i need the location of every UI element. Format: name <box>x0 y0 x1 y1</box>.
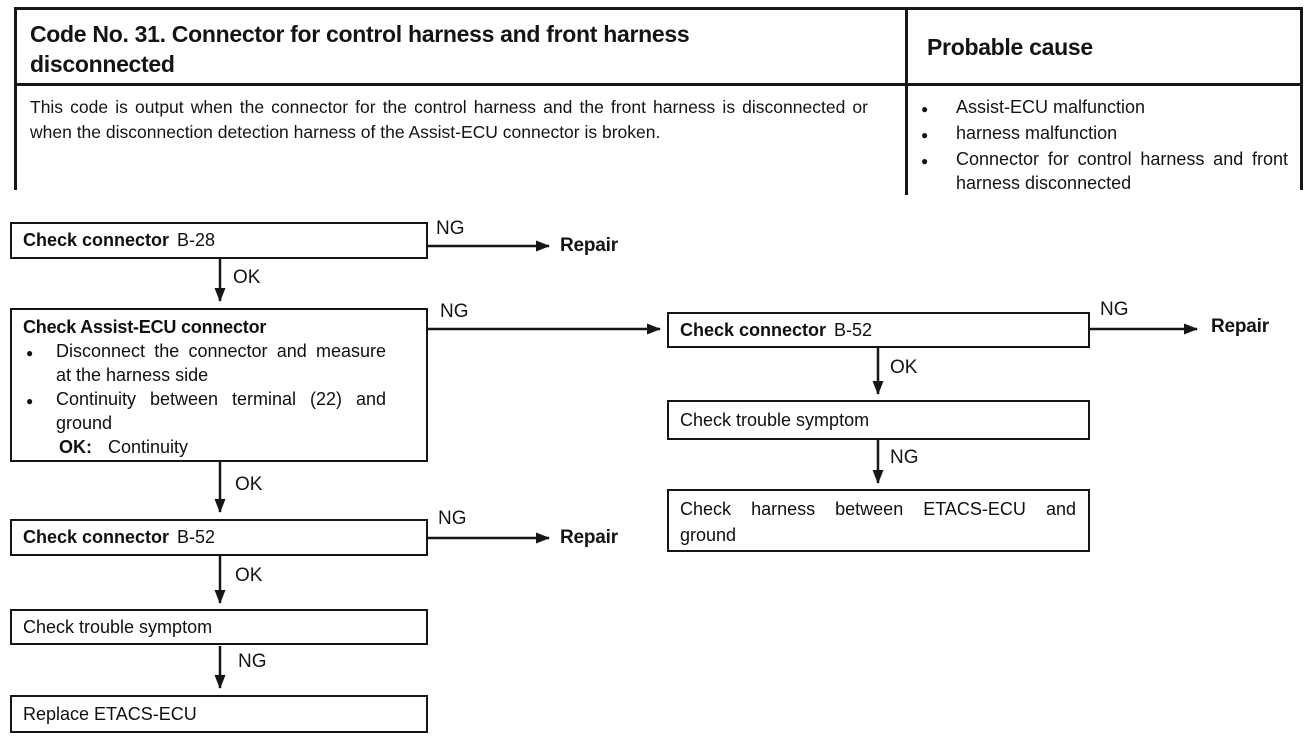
bullet-icon: ● <box>26 346 34 360</box>
ok-label: OK <box>235 474 263 495</box>
box-label: Check trouble symptom <box>680 409 870 430</box>
connector-code: B-28 <box>177 230 216 250</box>
page-title: Code No. 31. Connector for control harne… <box>30 21 690 77</box>
description-cell: This code is output when the connector f… <box>17 86 908 195</box>
box-label: Replace ETACS-ECU <box>23 703 197 724</box>
flow-box-check-trouble-symptom-right: Check trouble symptom <box>667 400 1090 440</box>
title-cell: Code No. 31. Connector for control harne… <box>17 10 908 86</box>
connector-code: B-52 <box>834 319 873 340</box>
ok-label: OK <box>890 357 918 378</box>
cause-text: harness malfunction <box>956 123 1118 143</box>
bullet-text: Continuity between terminal (22) and gro… <box>56 389 386 433</box>
cause-text: Assist-ECU malfunction <box>956 97 1146 117</box>
ok-label: OK <box>235 565 263 586</box>
box-title: Check Assist-ECU connector <box>23 317 267 337</box>
flow-box-check-harness-etacs-ground: Check harness between ETACS-ECU and grou… <box>667 489 1090 552</box>
ng-label: NG <box>890 447 919 468</box>
flow-box-replace-etacs-ecu: Replace ETACS-ECU <box>10 695 428 733</box>
cause-text: Connector for control harness and front … <box>956 149 1288 193</box>
box-label: Check connector <box>680 319 827 340</box>
cause-item: ● Connector for control harness and fron… <box>921 147 1288 195</box>
probable-cause-label: Probable cause <box>927 34 1093 60</box>
flow-box-check-assist-ecu: Check Assist-ECU connector ● Disconnect … <box>10 308 428 462</box>
bullet-icon: ● <box>921 128 929 142</box>
connector-code: B-52 <box>177 527 216 547</box>
box-label: Check trouble symptom <box>23 616 213 637</box>
probable-cause-cell: Probable cause <box>908 10 1300 86</box>
ng-label: NG <box>436 218 465 239</box>
box-label: Check connector <box>23 230 170 250</box>
ng-label: NG <box>440 301 469 322</box>
ok-condition-label: OK: <box>59 437 92 457</box>
box-label: Check harness between ETACS-ECU and grou… <box>680 499 1076 545</box>
flow-box-check-connector-b52-right: Check connector B-52 <box>667 312 1090 348</box>
box-bullet-item: ● Continuity between terminal (22) and g… <box>23 387 416 435</box>
ng-label: NG <box>238 651 267 672</box>
cause-item: ● harness malfunction <box>921 121 1288 147</box>
ok-label: OK <box>233 267 261 288</box>
cause-item: ● Assist-ECU malfunction <box>921 95 1288 121</box>
flow-box-check-connector-b52-left: Check connector B-52 <box>10 519 428 556</box>
ok-condition-value: Continuity <box>108 437 189 457</box>
flow-box-check-trouble-symptom-left: Check trouble symptom <box>10 609 428 645</box>
description-text: This code is output when the connector f… <box>30 97 868 142</box>
flow-box-check-connector-b28: Check connector B-28 <box>10 222 428 259</box>
box-label: Check connector <box>23 527 170 547</box>
repair-label: Repair <box>1211 316 1269 337</box>
bullet-icon: ● <box>26 394 34 408</box>
ng-label: NG <box>438 508 467 529</box>
repair-label: Repair <box>560 527 618 548</box>
bullet-text: Disconnect the connector and measure at … <box>56 341 386 385</box>
header-table: Code No. 31. Connector for control harne… <box>14 7 1303 195</box>
bullet-icon: ● <box>921 102 929 116</box>
bullet-icon: ● <box>921 154 929 168</box>
ng-label: NG <box>1100 299 1129 320</box>
repair-label: Repair <box>560 235 618 256</box>
ok-condition-row: OK: Continuity <box>23 435 416 459</box>
causes-cell: ● Assist-ECU malfunction ● harness malfu… <box>908 86 1300 195</box>
box-bullet-item: ● Disconnect the connector and measure a… <box>23 339 416 387</box>
